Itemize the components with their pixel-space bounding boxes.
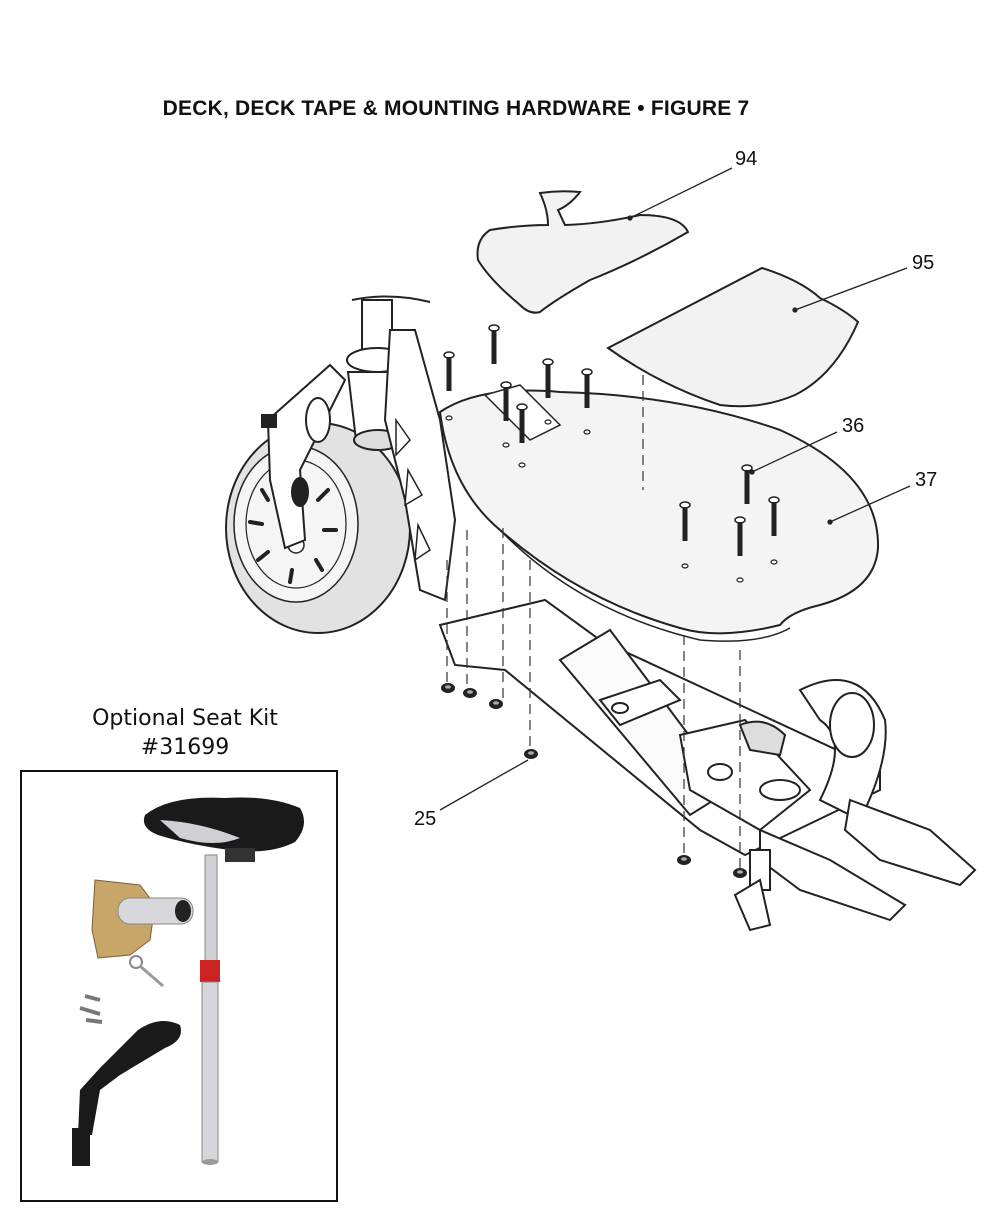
deck-board (438, 384, 880, 642)
callout-94: 94 (735, 148, 758, 170)
figure-title: DECK, DECK TAPE & MOUNTING HARDWARE • FI… (162, 97, 750, 120)
seat-kit-caption: Optional Seat Kit #31699 (20, 704, 350, 762)
leader-lines (439, 167, 911, 811)
front-wheel (225, 422, 411, 634)
deck-tape-front (476, 190, 690, 314)
steering-fork (261, 295, 457, 602)
seat-kit-title: Optional Seat Kit (92, 706, 278, 731)
deck-tape-rear (606, 266, 860, 408)
alignment-lines (446, 375, 741, 870)
rear-fender (733, 679, 977, 932)
callout-95: 95 (912, 252, 935, 274)
callout-37: 37 (915, 469, 938, 491)
seat-kit-part-number: #31699 (140, 735, 230, 760)
callout-36: 36 (842, 415, 865, 437)
callout-25: 25 (414, 808, 437, 830)
frame (438, 598, 881, 857)
seat-kit-illustration (72, 797, 304, 1166)
screw-holes (445, 415, 778, 583)
